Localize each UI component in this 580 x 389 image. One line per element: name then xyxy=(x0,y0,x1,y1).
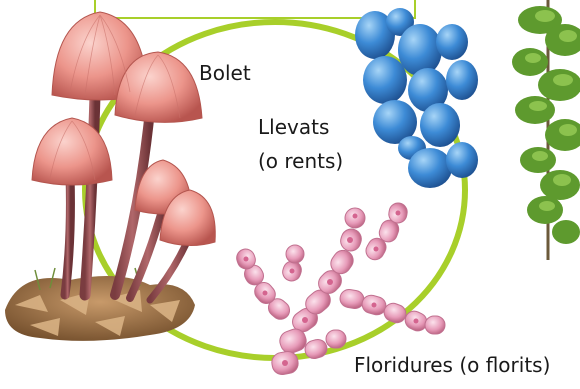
label-floridures: Floridures (o florits) xyxy=(354,352,550,378)
label-bolet: Bolet xyxy=(199,60,251,86)
label-llevats-subtitle: (o rents) xyxy=(258,148,343,174)
label-llevats: Llevats xyxy=(258,114,329,140)
mushroom-illustration xyxy=(5,12,215,341)
yeast-cells-illustration xyxy=(355,8,478,188)
moss-plant-illustration xyxy=(512,0,580,260)
